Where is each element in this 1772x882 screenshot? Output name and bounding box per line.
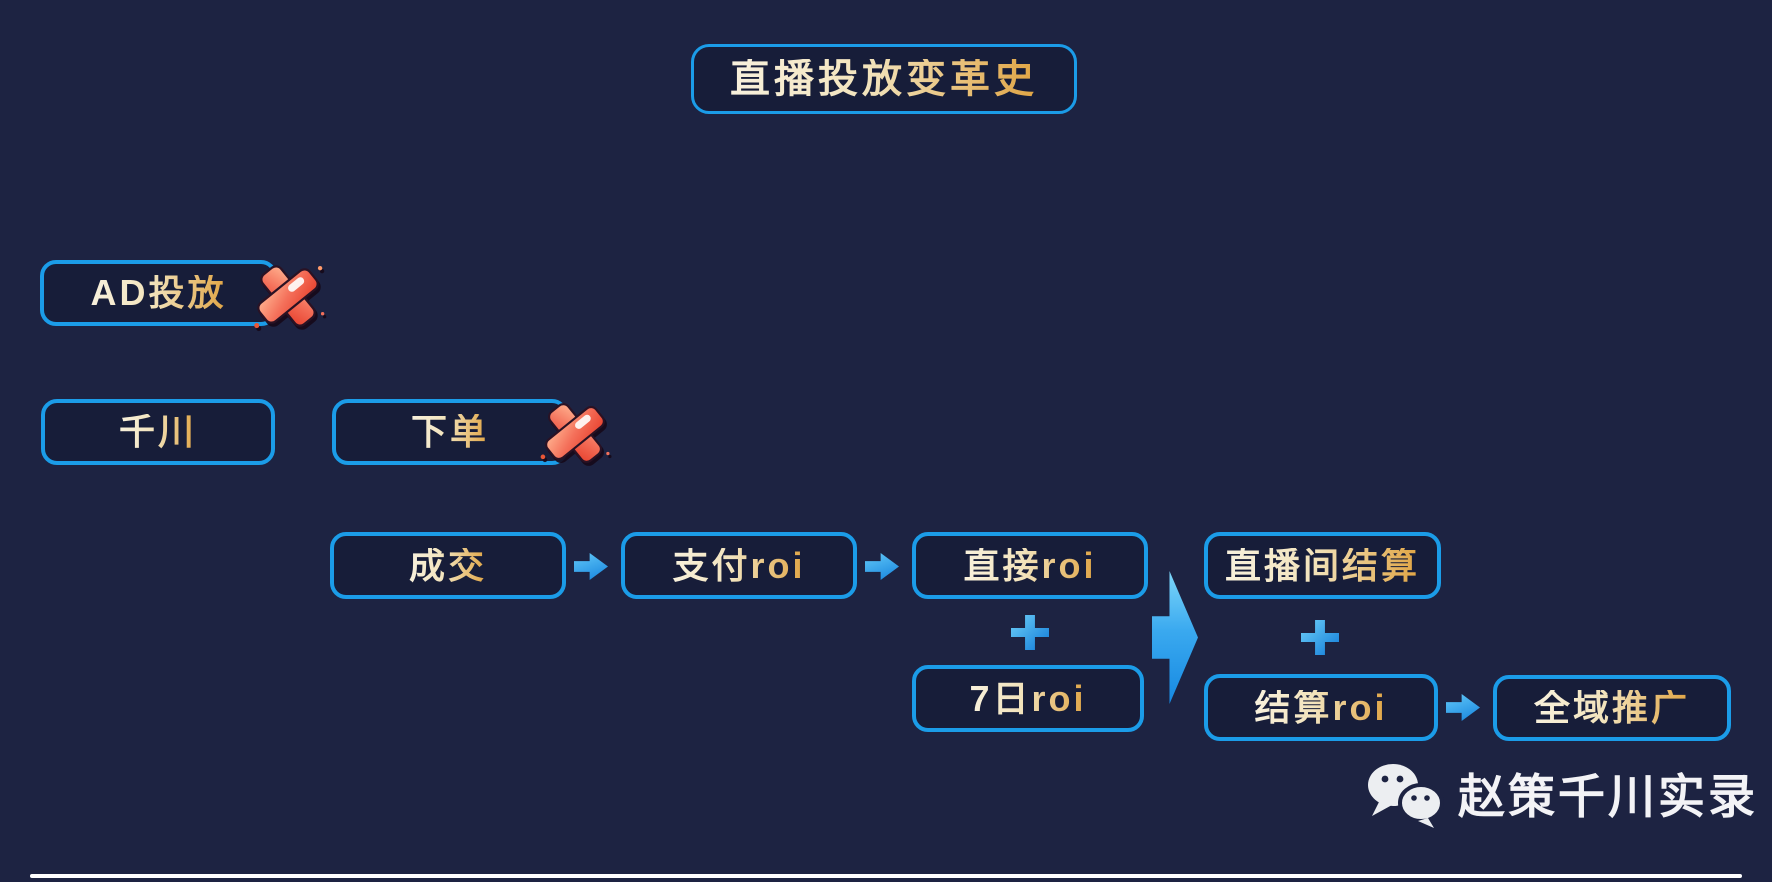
red-x-sticker-icon [540, 403, 610, 463]
node-xiadan-label: 下单 [410, 411, 489, 452]
node-zhifu-roi-label: 支付roi [672, 544, 806, 586]
bottom-divider [30, 874, 1742, 878]
node-zhijie-roi-label: 直接roi [963, 544, 1097, 586]
node-qianchuan-label: 千川 [118, 411, 197, 452]
node-qianchuan: 千川 [41, 399, 275, 465]
merge-arrow-icon [1152, 571, 1198, 704]
node-zhibojian-jiesuan: 直播间结算 [1204, 532, 1441, 599]
footer-brand: 赵策千川实录 [1366, 762, 1758, 830]
flow-arrow-icon [865, 553, 899, 580]
node-zhifu-roi: 支付roi [621, 532, 857, 599]
node-jiesuan-roi-label: 结算roi [1254, 686, 1388, 728]
node-jiesuan-roi: 结算roi [1204, 674, 1438, 741]
plus-icon [1301, 620, 1339, 655]
node-ad-toufang-label: AD投放 [90, 272, 227, 313]
node-quanyu-tuiguang-label: 全域推广 [1533, 687, 1690, 728]
node-zhijie-roi: 直接roi [912, 532, 1148, 599]
node-xiadan: 下单 [332, 399, 568, 465]
flow-arrow-icon [574, 553, 608, 580]
node-zhibojian-jiesuan-label: 直播间结算 [1224, 544, 1420, 586]
plus-icon [1011, 615, 1049, 650]
wechat-icon [1368, 764, 1444, 828]
node-ad-toufang: AD投放 [40, 260, 277, 326]
node-chengjiao-label: 成交 [408, 544, 487, 586]
node-quanyu-tuiguang: 全域推广 [1493, 675, 1731, 741]
node-chengjiao: 成交 [330, 532, 566, 599]
flow-arrow-icon [1446, 694, 1480, 721]
title-box: 直播投放变革史 [691, 44, 1077, 114]
red-x-sticker-icon [254, 265, 325, 329]
brand-text: 赵策千川实录 [1458, 769, 1758, 823]
page-title: 直播投放变革史 [730, 57, 1038, 101]
node-qiri-roi-label: 7日roi [969, 677, 1087, 719]
node-qiri-roi: 7日roi [912, 665, 1144, 732]
